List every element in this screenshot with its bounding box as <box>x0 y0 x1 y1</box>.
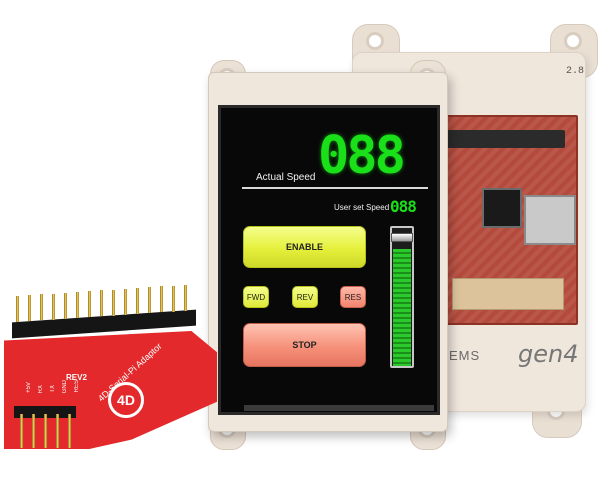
header-pin <box>28 295 31 322</box>
main-speed-display: 088 <box>318 126 406 186</box>
header-pin <box>100 290 103 317</box>
processor-chip <box>482 188 522 228</box>
header-pin <box>136 288 139 314</box>
header-pin <box>40 294 43 321</box>
4d-logo: 4D <box>108 382 144 418</box>
mount-hole <box>564 32 582 50</box>
pin-label: RES <box>74 380 80 393</box>
speed-slider-fill <box>393 249 411 366</box>
screen-edge <box>244 405 434 411</box>
ffc-connector <box>452 278 564 310</box>
header-pin <box>124 288 127 315</box>
divider <box>242 187 428 189</box>
header-pin <box>16 296 19 322</box>
bottom-header-pin <box>44 414 47 448</box>
res-button[interactable]: RES <box>340 286 366 308</box>
stop-button[interactable]: STOP <box>243 323 366 367</box>
user-set-speed-display: 088 <box>390 197 417 216</box>
header-pin <box>52 293 55 320</box>
header-pin <box>148 287 151 314</box>
pin-label: GND <box>62 380 68 394</box>
mount-hole <box>366 32 384 50</box>
bottom-header-pin <box>56 414 59 448</box>
header-pin <box>88 291 91 318</box>
actual-speed-label: Actual Speed <box>256 172 316 183</box>
user-set-speed-label: User set Speed <box>334 203 390 212</box>
header-pin <box>184 284 187 311</box>
speed-slider-thumb[interactable] <box>391 233 413 242</box>
header-pin <box>160 286 163 313</box>
version-label: 2.8 <box>566 66 585 77</box>
header-pin <box>172 285 175 312</box>
pin-label: RX <box>38 385 44 394</box>
bottom-header-pin <box>20 414 23 448</box>
header-pin <box>112 289 115 316</box>
header-pin <box>64 292 67 319</box>
rev-button[interactable]: REV <box>292 286 318 308</box>
header-pin <box>76 292 79 318</box>
pin-label: TX <box>50 385 56 393</box>
bottom-header-pin <box>68 414 71 448</box>
bottom-header-pin <box>32 414 35 448</box>
systems-text: TEMS <box>440 348 481 363</box>
sd-card-slot <box>524 195 576 245</box>
bottom-header <box>14 406 76 418</box>
enable-button[interactable]: ENABLE <box>243 226 366 268</box>
pcb-connector <box>445 130 565 148</box>
gen4-brand: gen4 <box>518 340 579 368</box>
revision-label: REV2 <box>66 373 87 382</box>
fwd-button[interactable]: FWD <box>243 286 269 308</box>
pin-label: +5V <box>26 382 32 393</box>
